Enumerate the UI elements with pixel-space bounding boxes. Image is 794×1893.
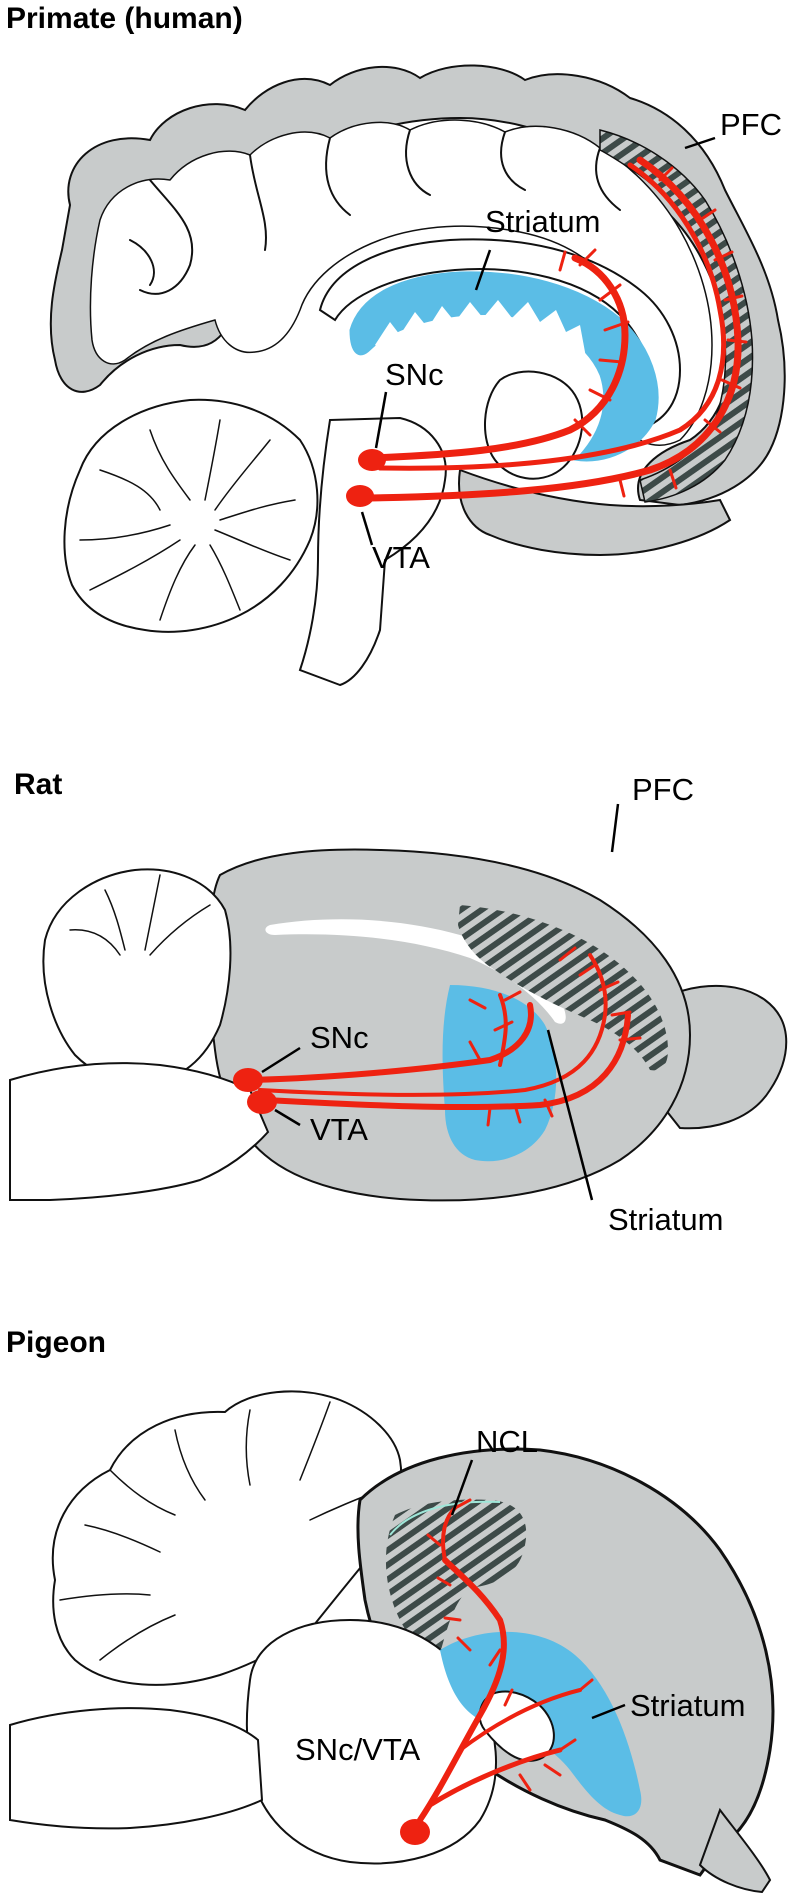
- rat-pfc-region: [458, 905, 668, 1071]
- rat-panel: Rat: [0, 760, 794, 1240]
- pigeon-brainstem: [9, 1707, 264, 1830]
- primate-white-matter: [89, 119, 713, 446]
- primate-striatum-interior: [375, 300, 586, 440]
- pigeon-sncvta-dot: [400, 1819, 430, 1845]
- rat-dopamine-projections: [233, 946, 642, 1127]
- rat-cerebellum: [42, 868, 232, 1084]
- pigeon-sncvta-label: SNc/VTA: [295, 1732, 420, 1767]
- primate-vta-leader: [360, 511, 374, 546]
- primate-title: Primate (human): [6, 2, 243, 35]
- rat-striatum-leader: [546, 1029, 594, 1201]
- rat-snc-leader: [261, 1046, 301, 1074]
- primate-thalamus: [484, 370, 584, 480]
- primate-brain-diagram: PFC Striatum SNc VTA: [49, 64, 786, 687]
- pigeon-panel: Pigeon: [0, 1320, 794, 1893]
- rat-striatum-label: Striatum: [608, 1202, 723, 1237]
- rat-snc-label: SNc: [310, 1020, 369, 1055]
- primate-cerebellum-folia: [79, 419, 296, 621]
- pigeon-striatum-label: Striatum: [630, 1688, 745, 1723]
- primate-corpus-callosum: [318, 238, 682, 427]
- pigeon-ncl-edge: [389, 1500, 501, 1536]
- primate-panel: Primate (human): [0, 0, 794, 700]
- pigeon-title: Pigeon: [6, 1326, 107, 1359]
- rat-snc-dot: [233, 1068, 263, 1092]
- rat-vta-leader: [274, 1108, 301, 1127]
- pigeon-brain-diagram: NCL Striatum SNc/VTA: [9, 1390, 775, 1893]
- pigeon-ncl-region: [385, 1499, 527, 1670]
- primate-gyri: [129, 129, 621, 295]
- pigeon-ncl-label: NCL: [476, 1424, 538, 1459]
- rat-brain-diagram: PFC SNc VTA Striatum: [9, 772, 788, 1237]
- rat-pfc-leader: [610, 803, 620, 853]
- primate-dopamine-projections: [346, 156, 748, 507]
- rat-cerebellum-folia: [69, 874, 211, 956]
- rat-title: Rat: [14, 768, 63, 801]
- primate-snc-leader: [374, 391, 388, 449]
- primate-striatum-label: Striatum: [485, 204, 600, 239]
- rat-brainstem: [9, 1062, 270, 1201]
- primate-striatum-leader: [474, 249, 492, 291]
- pigeon-olfactory: [698, 1807, 772, 1893]
- pigeon-cerebellum-folia: [59, 1401, 381, 1661]
- primate-snc-label: SNc: [385, 357, 444, 392]
- primate-cerebellum: [63, 398, 319, 633]
- rat-vta-label: VTA: [310, 1112, 368, 1147]
- rat-vta-dot: [247, 1090, 277, 1114]
- pigeon-dopamine-projections: [400, 1498, 594, 1845]
- rat-pfc-label: PFC: [632, 772, 694, 807]
- primate-vta-dot: [346, 485, 374, 507]
- pigeon-striatum-leader: [591, 1703, 626, 1720]
- primate-vta-label: VTA: [372, 540, 430, 575]
- pigeon-ncl-leader: [450, 1459, 474, 1516]
- primate-pfc-leader: [684, 136, 716, 150]
- primate-brainstem: [298, 416, 447, 687]
- primate-pfc-label: PFC: [720, 107, 782, 142]
- primate-snc-dot: [358, 449, 386, 471]
